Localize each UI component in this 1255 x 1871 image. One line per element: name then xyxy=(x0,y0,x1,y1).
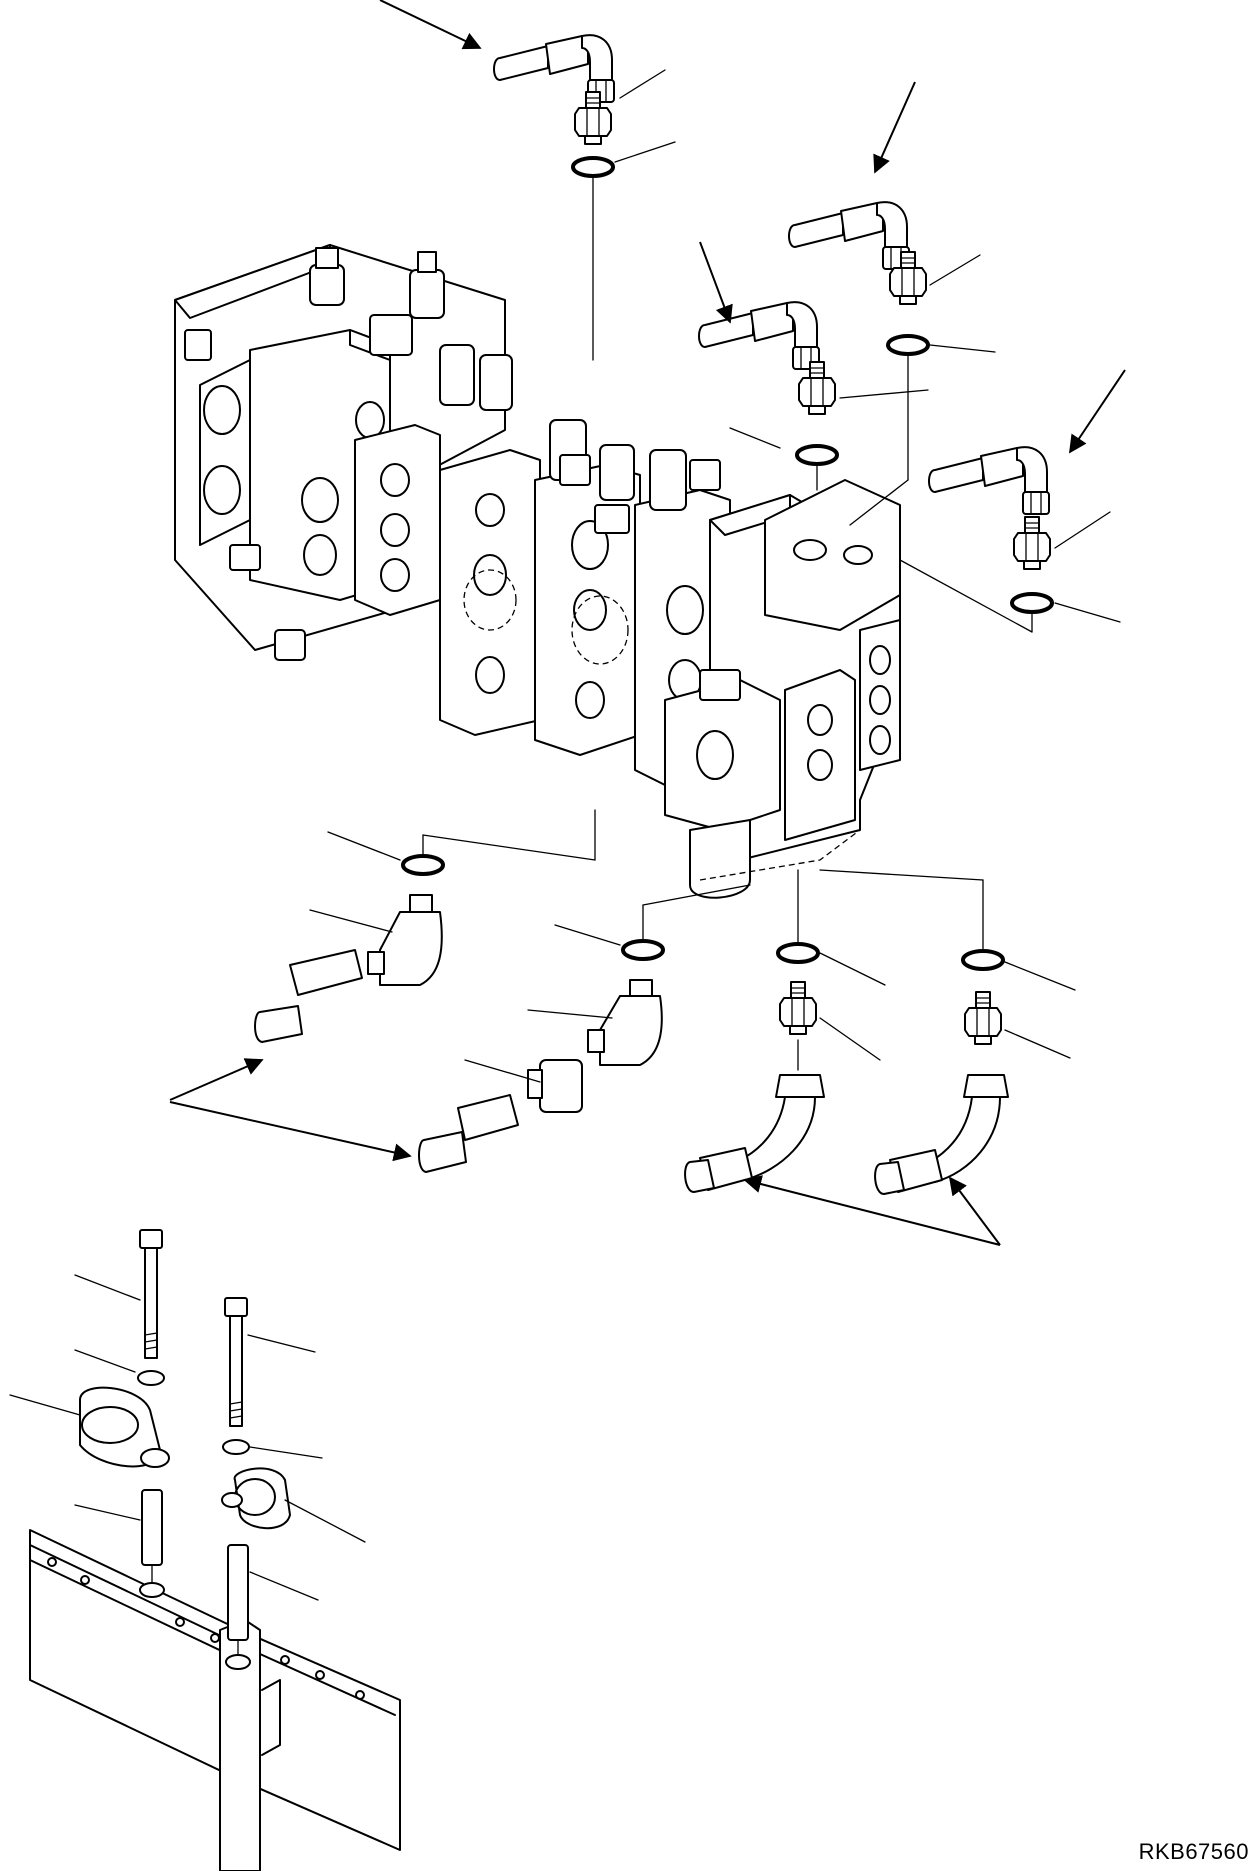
top-hose-4 xyxy=(899,369,1126,633)
bottom-right-fitting-1 xyxy=(684,869,1001,1246)
bottom-right-fitting-2 xyxy=(819,869,1076,1246)
top-hose-3 xyxy=(788,81,996,526)
drawing-code: RKB67560 xyxy=(1138,1839,1249,1864)
control-valve-assembly xyxy=(174,244,901,899)
mounting-hardware xyxy=(9,1229,401,1871)
top-hose-1 xyxy=(379,0,676,361)
bottom-mid-elbow-fitting xyxy=(169,884,751,1173)
bottom-left-elbow-fitting xyxy=(169,809,596,1101)
top-hose-2 xyxy=(698,241,929,491)
